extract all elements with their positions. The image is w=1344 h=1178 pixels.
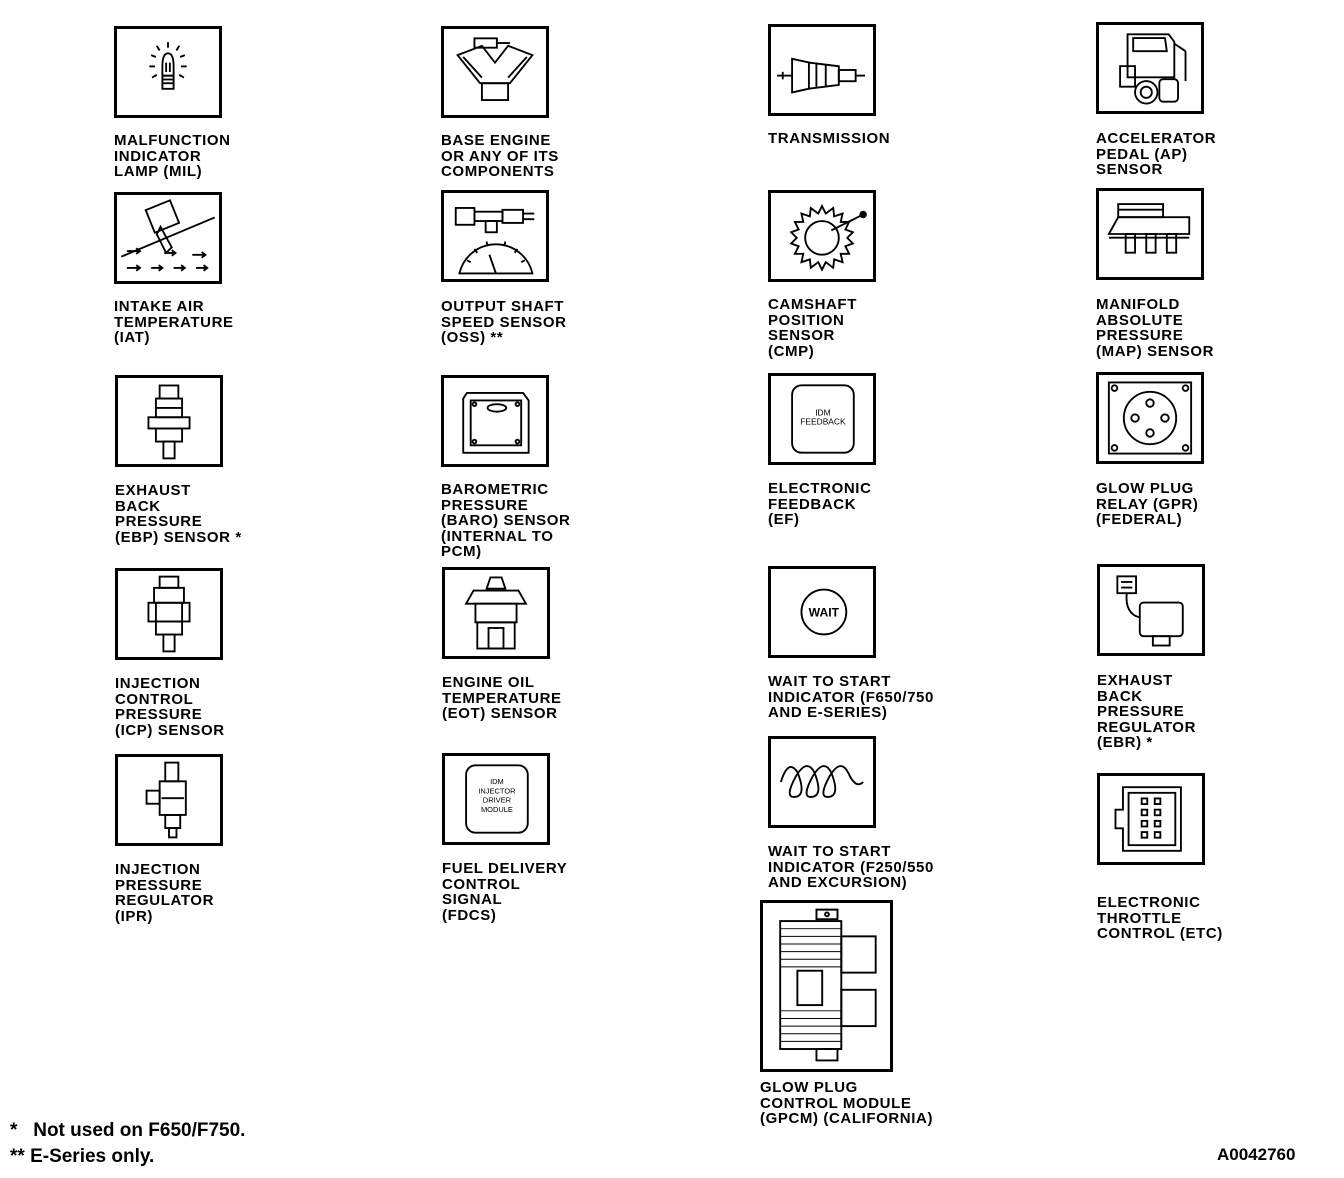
ipr-icon <box>115 754 223 846</box>
wait-to-start-indicator-icon: WAIT <box>768 566 876 658</box>
gpcm-label: GLOW PLUG CONTROL MODULE (GPCM) (CALIFOR… <box>760 1079 934 1127</box>
electronic-feedback-icon: IDM FEEDBACK <box>768 373 876 465</box>
glow-plug-relay-icon <box>1096 372 1204 464</box>
glow-plug-coil-icon <box>768 736 876 828</box>
eot-label: ENGINE OIL TEMPERATURE (EOT) SENSOR <box>442 674 562 722</box>
footnote-single-asterisk: * Not used on F650/F750. <box>10 1120 246 1141</box>
ipr-label: INJECTION PRESSURE REGULATOR (IPR) <box>115 861 215 925</box>
ap-sensor-label: ACCELERATOR PEDAL (AP) SENSOR <box>1096 130 1217 178</box>
idm-icon-text-1: IDM <box>490 777 504 786</box>
idm-module-icon: IDM INJECTOR DRIVER MODULE <box>442 753 550 845</box>
iat-label: INTAKE AIR TEMPERATURE (IAT) <box>114 298 234 346</box>
accelerator-pedal-sensor-icon <box>1096 22 1204 114</box>
idm-icon-text-2: INJECTOR <box>478 786 516 795</box>
cmp-label: CAMSHAFT POSITION SENSOR (CMP) <box>768 296 857 360</box>
electronic-throttle-control-icon <box>1097 773 1205 865</box>
wait-icon-text: WAIT <box>809 606 840 620</box>
output-shaft-speed-sensor-icon <box>441 190 549 282</box>
ef-icon-text-1: IDM <box>815 407 830 417</box>
wait-f650-label: WAIT TO START INDICATOR (F650/750 AND E-… <box>768 673 934 721</box>
gpr-label: GLOW PLUG RELAY (GPR) (FEDERAL) <box>1096 480 1199 528</box>
icp-label: INJECTION CONTROL PRESSURE (ICP) SENSOR <box>115 675 225 739</box>
map-sensor-icon <box>1096 188 1204 280</box>
oss-label: OUTPUT SHAFT SPEED SENSOR (OSS) ** <box>441 298 567 346</box>
camshaft-position-sensor-icon <box>768 190 876 282</box>
baro-label: BAROMETRIC PRESSURE (BARO) SENSOR (INTER… <box>441 481 571 560</box>
ebr-label: EXHAUST BACK PRESSURE REGULATOR (EBR) * <box>1097 672 1197 751</box>
map-label: MANIFOLD ABSOLUTE PRESSURE (MAP) SENSOR <box>1096 296 1215 360</box>
etc-label: ELECTRONIC THROTTLE CONTROL (ETC) <box>1097 894 1223 942</box>
mil-lamp-icon <box>114 26 222 118</box>
ef-icon-text-2: FEEDBACK <box>800 417 846 427</box>
ef-label: ELECTRONIC FEEDBACK (EF) <box>768 480 872 528</box>
ebr-icon <box>1097 564 1205 656</box>
idm-icon-text-3: DRIVER <box>483 796 512 805</box>
idm-icon-text-4: MODULE <box>481 805 513 814</box>
fdcs-label: FUEL DELIVERY CONTROL SIGNAL (FDCS) <box>442 860 568 924</box>
icp-sensor-icon <box>115 568 223 660</box>
transmission-icon <box>768 24 876 116</box>
transmission-label: TRANSMISSION <box>768 130 891 147</box>
footnote-double-asterisk: ** E-Series only. <box>10 1146 155 1167</box>
base-engine-icon <box>441 26 549 118</box>
eot-sensor-icon <box>442 567 550 659</box>
figure-reference-number: A0042760 <box>1217 1145 1296 1164</box>
ebp-sensor-icon <box>115 375 223 467</box>
mil-label: MALFUNCTION INDICATOR LAMP (MIL) <box>114 132 231 180</box>
ebp-label: EXHAUST BACK PRESSURE (EBP) SENSOR * <box>115 482 242 546</box>
iat-sensor-icon <box>114 192 222 284</box>
base-engine-label: BASE ENGINE OR ANY OF ITS COMPONENTS <box>441 132 559 180</box>
barometric-pressure-sensor-icon <box>441 375 549 467</box>
wait-f250-label: WAIT TO START INDICATOR (F250/550 AND EX… <box>768 843 934 891</box>
glow-plug-control-module-icon <box>760 900 893 1072</box>
